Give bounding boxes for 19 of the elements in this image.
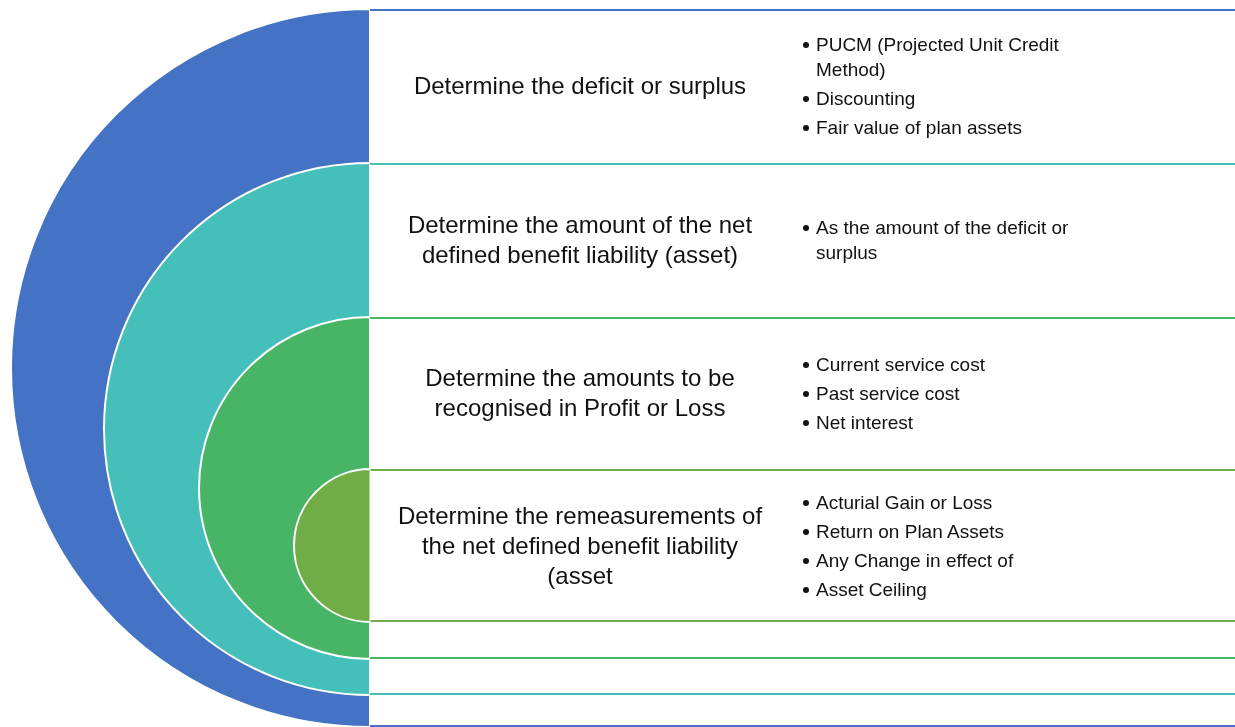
step-heading: Determine the amount of the net defined benefit liability (asset) xyxy=(406,210,754,270)
bullet-item: Fair value of plan assets xyxy=(816,116,1023,140)
bullet-item: Past service cost xyxy=(816,381,961,406)
bullet-item: As the amount of the deficit or surplus xyxy=(816,216,1070,265)
semicircle-layer xyxy=(293,469,1235,622)
step-heading: Determine the deficit or surplus xyxy=(412,71,748,101)
step-heading: Determine the remeasurements of the net defined benefit liability (asset xyxy=(396,500,764,591)
bullet-item: Discounting xyxy=(816,87,917,111)
bullet-item: Return on Plan Assets xyxy=(816,519,1005,544)
bullet-item: Net interest xyxy=(816,410,915,435)
bullet-item: Acturial Gain or Loss xyxy=(816,490,994,515)
bullet-item: Any Change in effect of xyxy=(816,548,1015,573)
semicircle-layer xyxy=(11,9,1235,727)
bullet-item: Current service cost xyxy=(816,352,986,377)
bullet-item: PUCM (Projected Unit Credit Method) xyxy=(816,33,1060,82)
semicircle-layer xyxy=(104,163,1235,695)
bullet-item: Asset Ceiling xyxy=(816,577,928,602)
step-heading: Determine the amounts to be recognised in Profit or Loss xyxy=(424,363,736,423)
semicircle-layer xyxy=(199,317,1235,659)
